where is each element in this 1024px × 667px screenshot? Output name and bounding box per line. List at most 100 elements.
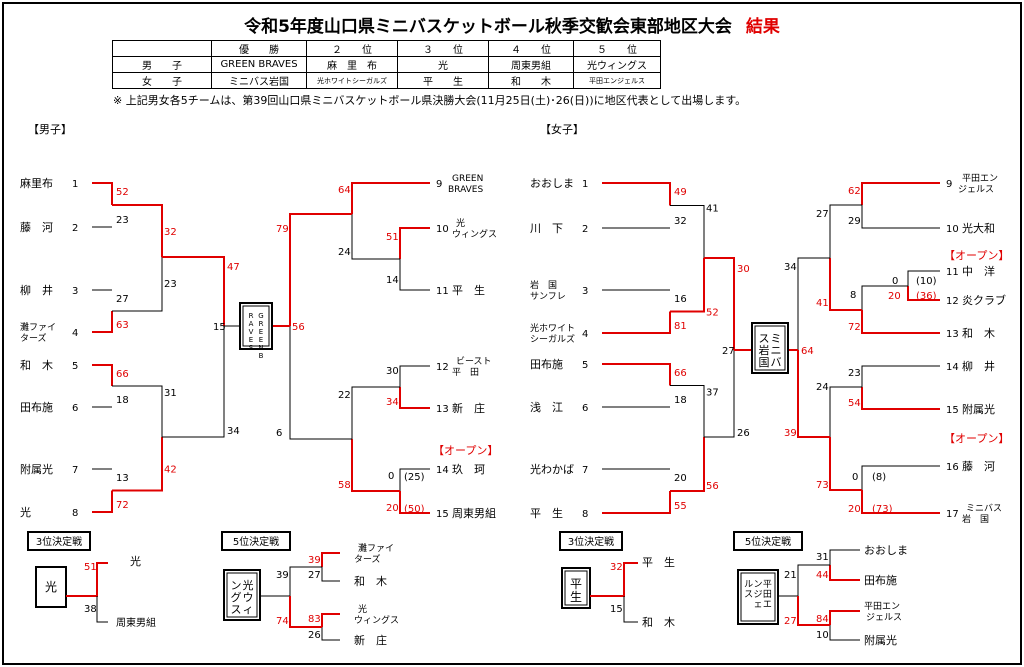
- score: 16: [674, 294, 687, 305]
- team-number: 15: [946, 405, 959, 416]
- summary-cell: 光ホワイトシーガルズ: [306, 72, 398, 89]
- bracket-line: [92, 182, 113, 205]
- bracket-line: [399, 491, 430, 514]
- team-name: 玖 珂: [452, 463, 485, 476]
- team-name: ウィングス: [354, 614, 399, 626]
- bracket-line: [112, 257, 163, 312]
- score: 64: [801, 346, 814, 357]
- bracket-line: [829, 565, 860, 581]
- team-name: ジェルス: [958, 185, 994, 195]
- score: 39: [276, 570, 289, 581]
- score-detail: (10): [916, 276, 937, 287]
- team-number: 4: [72, 328, 78, 339]
- score: 84: [816, 614, 829, 625]
- girls-third-label: 3位決定戦: [568, 535, 614, 548]
- team-name: 附属光: [962, 402, 995, 416]
- bracket-line: [351, 386, 400, 439]
- team-name: 附属光: [864, 633, 897, 647]
- score: 32: [164, 227, 177, 238]
- bracket-line: [92, 490, 113, 513]
- bracket-line: [861, 182, 940, 205]
- score-detail: (73): [872, 504, 893, 515]
- score: 13: [116, 473, 129, 484]
- team-number: 14: [946, 362, 959, 373]
- team-name: 光わかば: [530, 462, 574, 476]
- score: 47: [227, 262, 240, 273]
- team-name: 柳 井: [962, 359, 995, 373]
- bracket-line: [602, 182, 671, 206]
- bracket-line: [351, 182, 430, 214]
- team-name: 田布施: [20, 401, 53, 414]
- bracket-line: [289, 213, 352, 326]
- team-name: 田布施: [530, 358, 563, 371]
- score: 20: [386, 503, 399, 514]
- boys-champion-box-char: V: [249, 328, 254, 336]
- score: 72: [116, 500, 129, 511]
- score: 10: [816, 630, 829, 641]
- team-name: 光: [130, 554, 141, 568]
- summary-cell: 平田エンジェルス: [573, 72, 661, 89]
- boys-champion-box-char: A: [249, 320, 254, 328]
- score: 52: [116, 187, 129, 198]
- bracket-line: [829, 437, 862, 491]
- boys-champion-box-char: S: [249, 344, 254, 352]
- bracket-line: [907, 270, 940, 286]
- team-number: 10: [946, 224, 959, 235]
- score: 15: [213, 322, 226, 333]
- score: 34: [386, 397, 399, 408]
- team-number: 9: [436, 179, 442, 190]
- team-number: 8: [72, 508, 78, 519]
- score: 30: [386, 366, 399, 377]
- score: 15: [610, 604, 623, 615]
- score: 38: [84, 604, 97, 615]
- team-number: 17: [946, 509, 959, 520]
- team-name: おおしま: [864, 544, 908, 557]
- girls-third-winner-char: 平: [570, 577, 582, 591]
- boys-third-winner-frame: [35, 566, 67, 608]
- boys-fifth-winner-char: ウ: [243, 591, 254, 604]
- team-name: 平田エン: [864, 601, 900, 612]
- boys-third-label: 3位決定戦: [36, 535, 82, 548]
- team-number: 12: [946, 296, 959, 307]
- score: 41: [706, 204, 719, 215]
- summary-header-row: 優 勝 ２ 位 ３ 位 ４ 位 ５ 位: [112, 40, 661, 57]
- team-number: 6: [582, 403, 588, 414]
- team-name: 光: [20, 505, 31, 519]
- score: 72: [848, 322, 861, 333]
- team-name: サンフレ: [530, 291, 566, 302]
- boys-fifth-winner-char: ン: [231, 579, 242, 592]
- bracket-line: [112, 385, 163, 437]
- score: 58: [338, 480, 351, 491]
- girls-fifth-winner-frame: [737, 569, 779, 625]
- score: 66: [116, 369, 129, 380]
- team-number: 15: [436, 509, 449, 520]
- bracket-line: [670, 385, 705, 437]
- page-title: 令和5年度山口県ミニバスケットボール秋季交歓会東部地区大会結果: [0, 12, 1024, 37]
- girls-third-winner-inner: [564, 570, 588, 606]
- team-number: 4: [582, 329, 588, 340]
- team-name: 藤 河: [20, 221, 53, 234]
- bracket-line: [112, 437, 163, 492]
- boys-fifth-winner-char: グ: [231, 590, 242, 604]
- girls-third-winner-frame: [561, 567, 591, 609]
- team-name: 平 田: [452, 367, 479, 378]
- team-number: 1: [72, 179, 78, 190]
- girls-fifth-winner-char: 平: [763, 579, 772, 590]
- score: 8: [850, 290, 856, 301]
- team-name: 和 木: [20, 359, 53, 372]
- score: 34: [227, 426, 240, 437]
- team-name: BRAVES: [448, 185, 483, 195]
- bracket-line: [861, 285, 908, 310]
- team-number: 2: [72, 223, 78, 234]
- girls-fifth-winner-char: 田: [763, 589, 772, 600]
- team-name: 光: [358, 603, 367, 615]
- score: 32: [610, 562, 623, 573]
- team-number: 2: [582, 224, 588, 235]
- summary-cell: 平 生: [397, 72, 489, 89]
- team-name: 炎クラブ: [962, 293, 1006, 307]
- team-number: 11: [946, 267, 959, 278]
- team-name: ミニバス: [966, 503, 1002, 514]
- bracket-line: [399, 468, 430, 491]
- bracket-line: [861, 490, 940, 514]
- summary-table: 優 勝 ２ 位 ３ 位 ４ 位 ５ 位 男 子 GREEN BRAVES 麻 里…: [112, 40, 661, 89]
